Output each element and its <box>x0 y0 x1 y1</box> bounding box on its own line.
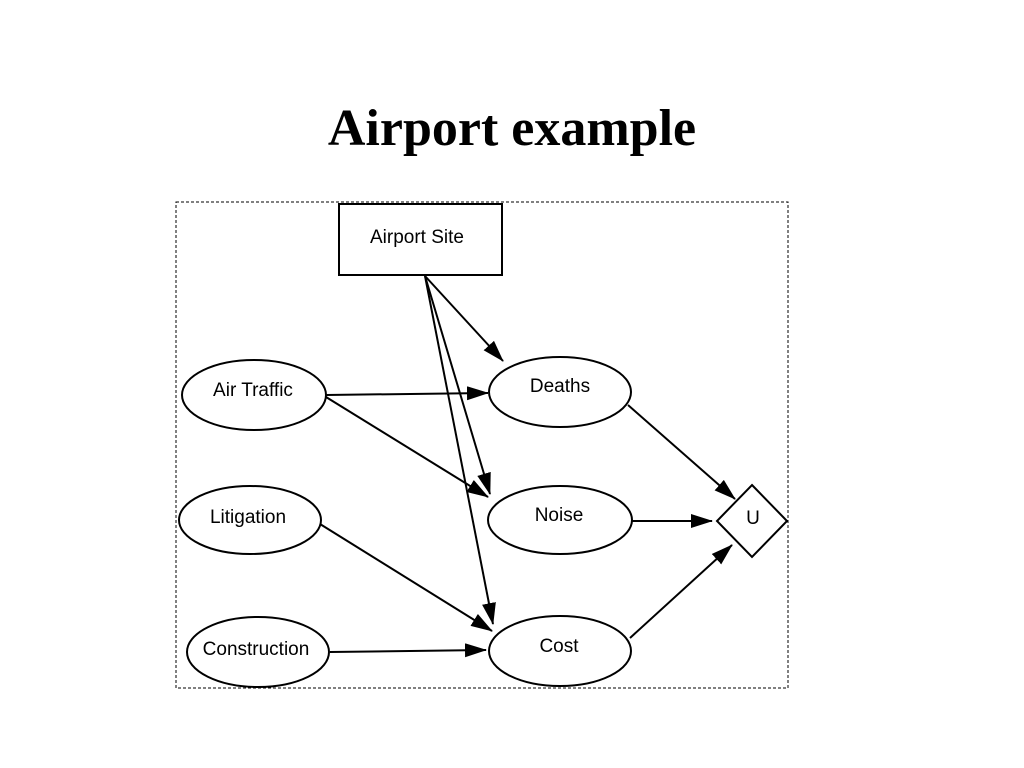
edge-airport-site-cost <box>424 275 496 625</box>
edge-construction-cost <box>329 643 487 658</box>
slide-title: Airport example <box>327 100 697 157</box>
node-label-u: U <box>746 508 760 529</box>
edge-cost-u <box>629 544 733 639</box>
chance-node-litigation: Litigation <box>178 485 322 555</box>
node-label-cost: Cost <box>539 636 579 657</box>
edge-air-traffic-deaths <box>325 386 489 401</box>
edge-air-traffic-noise <box>325 396 489 498</box>
node-label-construction: Construction <box>203 639 310 660</box>
utility-node-u: U <box>715 483 789 559</box>
chance-node-air-traffic: Air Traffic <box>181 359 327 431</box>
chance-node-cost: Cost <box>488 615 632 687</box>
edge-airport-site-deaths <box>424 275 504 362</box>
chance-node-deaths: Deaths <box>488 356 632 428</box>
edges <box>319 275 736 658</box>
edge-airport-site-noise <box>424 275 491 495</box>
node-label-litigation: Litigation <box>210 507 286 528</box>
decision-node-airport-site: Airport Site <box>338 203 503 276</box>
chance-node-construction: Construction <box>186 616 330 688</box>
node-label-noise: Noise <box>535 505 584 526</box>
node-label-deaths: Deaths <box>530 376 590 397</box>
edge-litigation-cost <box>319 523 493 632</box>
chance-node-noise: Noise <box>487 485 633 555</box>
edge-deaths-u <box>627 404 736 500</box>
decision-node-label: Airport Site <box>370 227 464 248</box>
diagram-frame <box>175 201 789 689</box>
node-label-air-traffic: Air Traffic <box>213 380 293 401</box>
